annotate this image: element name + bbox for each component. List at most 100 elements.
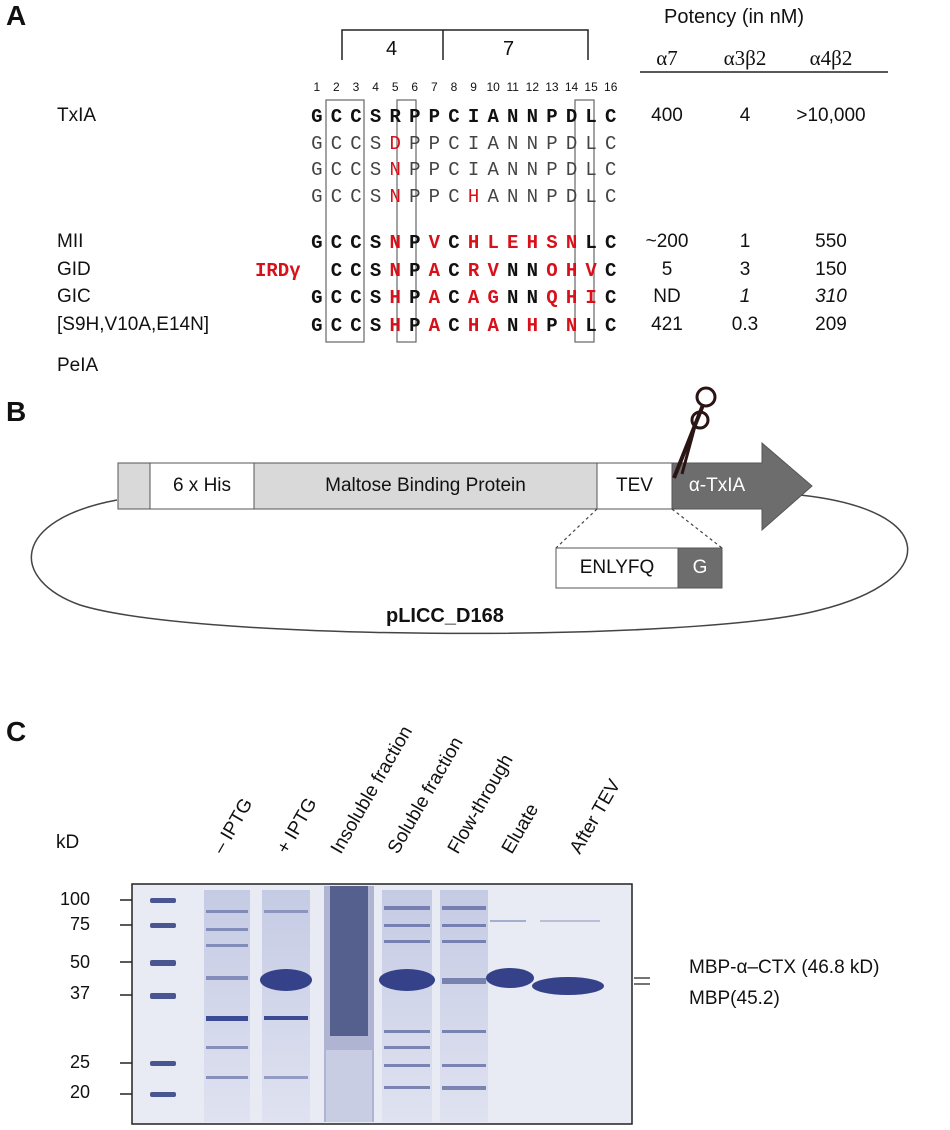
potency-value: >10,000 [796, 105, 866, 126]
residue: N [507, 159, 519, 181]
position-number: 1 [313, 80, 321, 94]
residue: P [546, 106, 558, 128]
residue: C [330, 133, 343, 155]
residue: V [585, 260, 597, 282]
sequence-prefix: IRDγ [255, 260, 301, 282]
residue: A [487, 186, 499, 208]
residue: P [409, 133, 421, 155]
residue: P [409, 159, 421, 181]
panel-b-label: B [6, 396, 27, 427]
residue: G [311, 287, 323, 309]
residue: N [565, 232, 578, 254]
residue: G [311, 315, 323, 337]
residue: H [526, 315, 539, 337]
loop-bracket [341, 29, 589, 60]
band-label-mbp: MBP(45.2) [689, 988, 780, 1009]
residue: C [350, 287, 362, 309]
panel-c-label: C [6, 716, 27, 747]
residue: P [546, 133, 558, 155]
residue: D [565, 106, 578, 128]
residue: N [507, 287, 519, 309]
peptide-name: GID [57, 259, 91, 280]
potency-title: Potency (in nM) [664, 6, 805, 28]
marker-100: 100 [59, 889, 90, 909]
residue: C [448, 106, 460, 128]
potency-value: 209 [815, 314, 847, 335]
residue: C [605, 232, 617, 254]
residue: H [389, 287, 401, 309]
residue: I [467, 159, 480, 181]
residue: P [409, 287, 421, 309]
position-number: 2 [333, 80, 340, 94]
potency-value: 1 [739, 286, 751, 307]
residue: C [605, 315, 617, 337]
position-number: 12 [525, 80, 539, 94]
residue: C [605, 159, 617, 181]
potency-header-a3b2: α3β2 [723, 46, 767, 70]
position-number: 3 [352, 80, 360, 94]
residue: A [487, 315, 499, 337]
residue: N [526, 186, 539, 208]
potency-value: 4 [739, 105, 751, 126]
residue: S [369, 260, 382, 282]
potency-value: 310 [815, 286, 847, 307]
residue: L [585, 159, 597, 181]
residue: D [565, 186, 578, 208]
plasmid-name: pLICC_D168 [386, 605, 504, 627]
residue: G [311, 106, 323, 128]
residue: C [330, 232, 343, 254]
position-number: 11 [506, 80, 519, 94]
residue: N [389, 159, 401, 181]
residue: C [448, 260, 460, 282]
residue: N [526, 159, 539, 181]
residue: S [369, 159, 382, 181]
marker-37: 37 [69, 983, 90, 1003]
residue: I [467, 133, 480, 155]
position-number: 9 [470, 80, 477, 94]
residue: N [526, 260, 539, 282]
residue: N [389, 232, 401, 254]
residue: G [311, 133, 323, 155]
loop-label-4: 4 [386, 38, 398, 60]
residue: C [448, 315, 460, 337]
residue: S [369, 232, 382, 254]
residue: H [389, 315, 401, 337]
marker-20: 20 [69, 1082, 90, 1102]
residue: C [330, 159, 343, 181]
peptide-name: GIC [57, 286, 91, 307]
residue: C [350, 315, 362, 337]
potency-header-a4b2: α4β2 [809, 46, 853, 70]
residue: C [330, 106, 343, 128]
residue: P [409, 315, 421, 337]
residue: C [350, 133, 362, 155]
residue: C [330, 315, 343, 337]
residue: L [585, 315, 597, 337]
position-number: 8 [450, 80, 458, 94]
residue: L [585, 186, 597, 208]
residue: N [507, 315, 519, 337]
residue: L [487, 232, 499, 254]
residue: D [565, 159, 578, 181]
residue: C [330, 260, 343, 282]
residue: P [428, 133, 441, 155]
cleavage-site-enlyfq: ENLYFQ [579, 557, 655, 578]
residue: D [565, 133, 578, 155]
peptide-name: MII [57, 231, 84, 252]
position-number: 4 [372, 80, 379, 94]
potency-value: 5 [661, 259, 673, 280]
residue: A [487, 106, 499, 128]
peptide-name: [S9H,V10A,E14N] [57, 314, 210, 335]
residue: C [448, 186, 460, 208]
residue: P [546, 315, 558, 337]
residue: H [565, 260, 578, 282]
residue: C [350, 106, 362, 128]
residue: C [330, 287, 343, 309]
potency-value: 1 [739, 231, 751, 252]
residue: H [467, 186, 480, 208]
residue: A [487, 133, 499, 155]
